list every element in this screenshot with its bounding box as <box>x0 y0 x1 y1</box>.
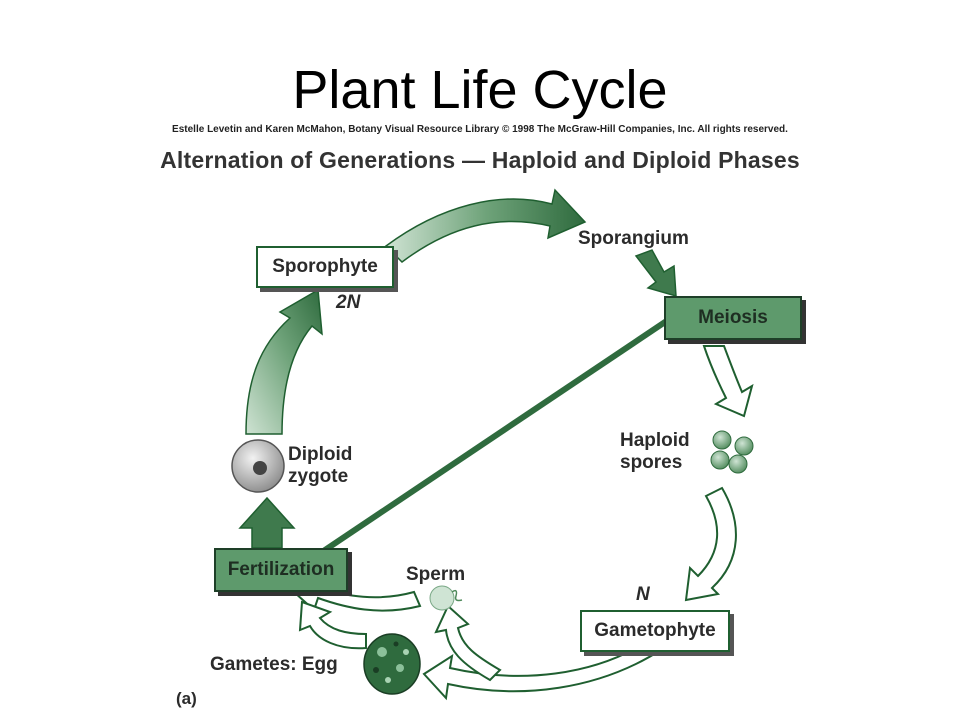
meiosis-box: Meiosis <box>664 296 802 340</box>
sporangium-label: Sporangium <box>578 228 689 249</box>
diploid-zygote-line-1: Diploid <box>288 444 353 465</box>
sporophyte-label: Sporophyte <box>272 256 378 277</box>
egg-cell-icon <box>363 633 421 695</box>
arrow-egg-to-fertilization <box>298 600 367 650</box>
arrow-fertilization-to-zygote <box>238 496 296 549</box>
sporophyte-box: Sporophyte <box>256 246 394 288</box>
arrow-zygote-to-sporophyte <box>245 288 323 435</box>
gametophyte-label: Gametophyte <box>594 620 716 641</box>
haploid-spores-label: Haploid spores <box>620 430 690 474</box>
diploid-zygote-label: Diploid zygote <box>288 444 352 488</box>
gametophyte-box: Gametophyte <box>580 610 730 652</box>
diploid-ploidy-label: 2N <box>336 292 361 313</box>
copyright-credit: Estelle Levetin and Karen McMahon, Botan… <box>172 124 788 135</box>
haploid-ploidy-label: N <box>636 584 650 605</box>
panel-label: (a) <box>176 689 197 708</box>
slide-title: Plant Life Cycle <box>292 60 668 120</box>
sperm-cell-icon <box>429 585 455 611</box>
phase-divider-line <box>320 317 670 555</box>
haploid-spores-line-1: Haploid <box>620 430 690 451</box>
sperm-tail-icon <box>451 589 463 602</box>
fertilization-label: Fertilization <box>227 559 335 580</box>
spores-cluster-icon <box>710 430 754 474</box>
meiosis-label: Meiosis <box>698 307 768 328</box>
arrow-gametophyte-to-gametes <box>422 638 666 701</box>
arrow-sporophyte-to-sporangium <box>384 188 587 263</box>
gametes-egg-label: Gametes: Egg <box>210 654 338 675</box>
arrow-spores-to-gametophyte <box>684 486 737 602</box>
diagram-subtitle: Alternation of Generations — Haploid and… <box>160 147 800 173</box>
arrow-meiosis-to-spores <box>702 345 754 418</box>
diploid-zygote-line-2: zygote <box>288 466 349 487</box>
sperm-label: Sperm <box>406 564 466 585</box>
arrow-sporangium-to-meiosis <box>634 249 677 298</box>
arrow-sperm-to-fertilization <box>292 578 422 612</box>
zygote-nucleus-icon <box>253 461 267 475</box>
fertilization-box: Fertilization <box>214 548 348 592</box>
haploid-spores-line-2: spores <box>620 452 683 473</box>
